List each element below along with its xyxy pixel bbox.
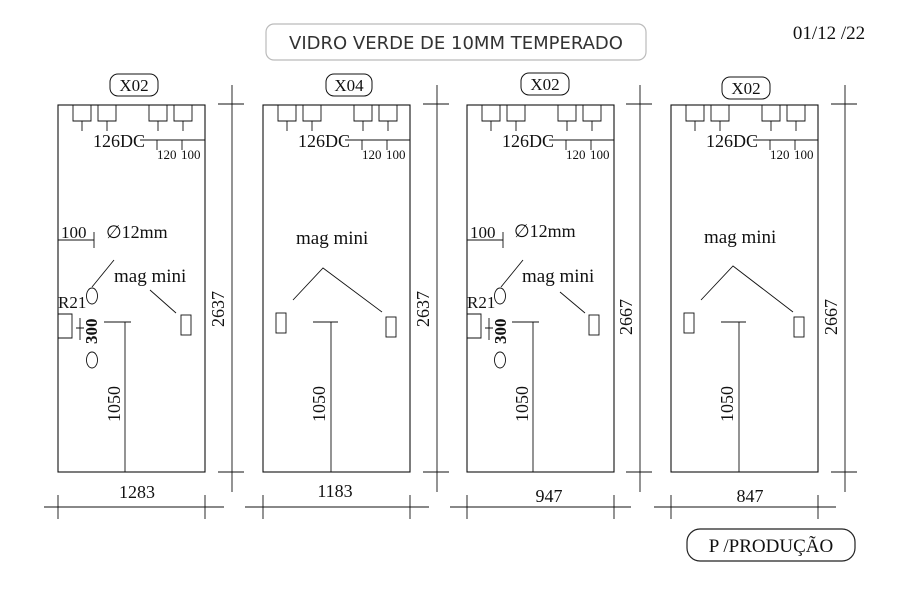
panel-4-right-magnet xyxy=(793,316,805,338)
panel-3-hole-spacing-line xyxy=(485,318,493,340)
panel-3-mag-label: mag mini xyxy=(522,266,594,287)
panel-3-top-label: 126DC xyxy=(502,131,554,151)
panel-2-handle-height: 1050 xyxy=(309,386,329,422)
panel-1-dim-right: 100 xyxy=(181,147,201,162)
panel-1-hole-diameter: ∅12mm xyxy=(106,222,168,242)
panel-4-glass xyxy=(670,104,819,473)
panel-3-notch xyxy=(467,313,482,339)
panel-2-height-dim-line xyxy=(423,85,449,492)
drawing-date: 01/12 /22 xyxy=(793,23,865,44)
panel-3-magnet xyxy=(588,314,600,336)
title-box: VIDRO VERDE DE 10MM TEMPERADO xyxy=(265,23,647,61)
panel-1-width-dim-line xyxy=(44,495,224,519)
panel-3-glass xyxy=(466,104,615,473)
panel-2-tag: X04 xyxy=(334,76,364,95)
panel-4-mag-label: mag mini xyxy=(704,227,776,248)
panel-1-hole-spacing: 300 xyxy=(82,319,101,345)
panel-3-width: 947 xyxy=(536,486,563,506)
panel-2-handle-line xyxy=(313,321,338,472)
panel-2-height: 2637 xyxy=(413,291,433,327)
drawing-title: VIDRO VERDE DE 10MM TEMPERADO xyxy=(289,33,623,54)
panel-4-left-magnet xyxy=(683,312,695,334)
panel-2-top-label: 126DC xyxy=(298,131,350,151)
panel-3-height-dim-line xyxy=(626,85,652,492)
panel-4-height: 2667 xyxy=(821,299,841,335)
panel-3: X02 126DC 120 100 100 ∅12mm R21 300 mag … xyxy=(450,72,652,519)
panel-3-radius: R21 xyxy=(467,293,495,312)
panel-3-mag-leader xyxy=(559,291,586,314)
panel-3-hole-offset: 100 xyxy=(470,223,496,242)
panel-1-height-dim-line xyxy=(218,85,244,492)
production-label: P /PRODUÇÃO xyxy=(709,535,833,557)
panel-1-mag-leader xyxy=(149,289,177,314)
panel-1-top-label: 126DC xyxy=(93,131,145,151)
panel-2-width: 1183 xyxy=(317,481,352,501)
panel-2-dim-left: 120 xyxy=(362,147,382,162)
panel-3-top-fittings xyxy=(481,105,614,150)
panel-3-hole-leader xyxy=(500,259,524,288)
panel-1-handle-height: 1050 xyxy=(104,386,124,422)
panel-1-hole-offset: 100 xyxy=(61,223,87,242)
panel-1-dim-left: 120 xyxy=(157,147,177,162)
panel-1-notch xyxy=(58,313,73,339)
panel-3-dim-left: 120 xyxy=(566,147,586,162)
panel-2-top-fittings xyxy=(277,105,410,150)
panel-3-dim-right: 100 xyxy=(590,147,610,162)
panel-3-handle-line xyxy=(512,321,539,472)
panel-2-dim-right: 100 xyxy=(386,147,406,162)
panel-2: X04 126DC 120 100 mag mini 1050 2637 118… xyxy=(245,73,449,519)
panel-3-height: 2667 xyxy=(616,299,636,335)
panel-1-tag: X02 xyxy=(119,76,148,95)
panel-4-top-label: 126DC xyxy=(706,131,758,151)
panel-1: X02 126DC 120 100 100 ∅12mm R21 300 mag … xyxy=(44,73,244,519)
panel-2-mag-leader xyxy=(292,267,383,313)
panel-4-width-dim-line xyxy=(654,495,836,519)
panel-3-width-dim-line xyxy=(450,495,631,519)
production-badge: P /PRODUÇÃO xyxy=(686,528,856,562)
panel-1-hole-spacing-line xyxy=(76,318,84,340)
panel-4-handle-line xyxy=(721,321,746,472)
panel-3-tag: X02 xyxy=(530,75,559,94)
panel-2-glass xyxy=(262,104,411,473)
panel-3-hole-spacing: 300 xyxy=(491,319,510,345)
panel-4-height-dim-line xyxy=(831,85,857,492)
panel-1-glass xyxy=(57,104,206,473)
panel-1-height: 2637 xyxy=(208,291,228,327)
panel-1-hole-offset-line xyxy=(58,232,95,248)
panel-1-mag-label: mag mini xyxy=(114,266,186,287)
panel-1-lower-hole xyxy=(86,351,98,369)
panel-3-hole-offset-line xyxy=(467,232,504,248)
panel-1-width: 1283 xyxy=(119,482,155,502)
panel-1-handle-line xyxy=(104,321,131,472)
panel-1-upper-hole xyxy=(86,287,98,305)
panel-4-tag: X02 xyxy=(731,79,760,98)
panel-1-hole-leader xyxy=(91,259,115,288)
panel-4-handle-height: 1050 xyxy=(717,386,737,422)
panel-2-left-magnet xyxy=(275,312,287,334)
panel-2-mag-label: mag mini xyxy=(296,228,368,249)
panel-4-dim-left: 120 xyxy=(770,147,790,162)
panel-4: X02 126DC 120 100 mag mini 1050 2667 847 xyxy=(654,76,857,519)
panel-4-mag-leader xyxy=(700,265,794,313)
panel-3-upper-hole xyxy=(494,287,506,305)
panel-2-width-dim-line xyxy=(245,495,429,519)
panel-3-lower-hole xyxy=(494,351,506,369)
panel-4-width: 847 xyxy=(737,486,764,506)
panel-4-top-fittings xyxy=(685,105,818,150)
panel-1-radius: R21 xyxy=(58,293,86,312)
panel-2-right-magnet xyxy=(385,316,397,338)
panel-3-hole-diameter: ∅12mm xyxy=(514,221,576,241)
panel-4-dim-right: 100 xyxy=(794,147,814,162)
panel-1-top-fittings xyxy=(72,105,205,150)
panel-1-magnet xyxy=(180,314,192,336)
panel-3-handle-height: 1050 xyxy=(512,386,532,422)
